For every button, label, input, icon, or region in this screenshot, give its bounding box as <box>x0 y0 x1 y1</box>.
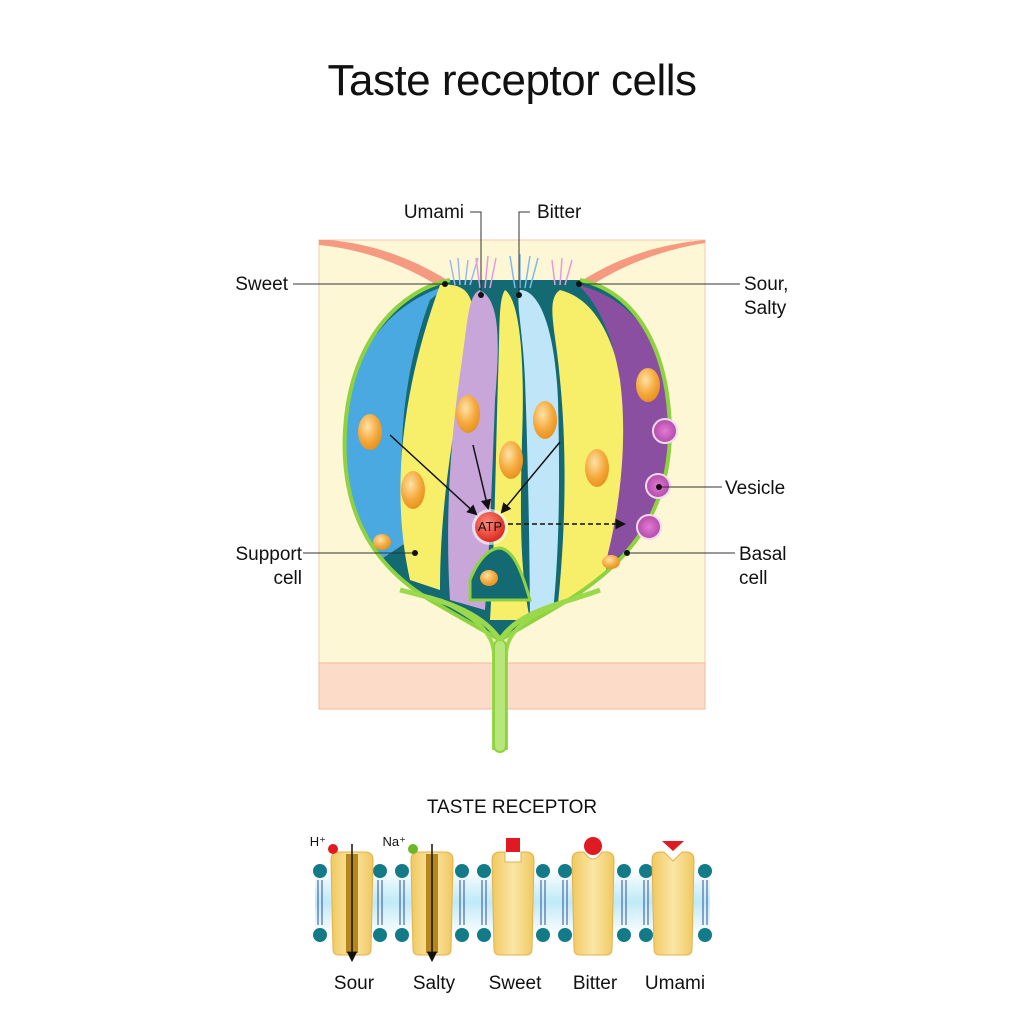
receptor-section-title: TASTE RECEPTOR <box>427 797 597 818</box>
label-umami: Umami <box>404 202 464 223</box>
signal-arrows <box>389 434 627 530</box>
vesicles <box>636 418 678 540</box>
nerve-fiber <box>399 587 601 753</box>
label-support-cell-2: cell <box>273 568 302 589</box>
lipid-head <box>617 864 631 878</box>
nuclei <box>358 368 660 586</box>
receptor-umami: Umami <box>645 841 705 994</box>
receptor-salty: Na⁺ Salty <box>383 834 456 994</box>
receptor-label-sour: Sour <box>334 973 375 994</box>
sweet-cell <box>344 285 448 560</box>
lipid-head <box>477 928 491 942</box>
lipid-head <box>536 864 550 878</box>
lipid-head <box>639 864 653 878</box>
label-sour-salty-1: Sour, <box>744 274 788 295</box>
bitter-ligand-circle <box>584 837 602 855</box>
lipid-head <box>395 928 409 942</box>
label-basal-cell-2: cell <box>739 568 768 589</box>
lipid-bilayer <box>313 864 712 942</box>
bitter-cell <box>518 290 560 640</box>
support-cell-left <box>400 284 473 590</box>
lipid-head <box>373 928 387 942</box>
atp-molecule: ATP <box>472 509 508 545</box>
lipid-head <box>617 928 631 942</box>
lipid-head <box>477 864 491 878</box>
umami-ligand-triangle <box>662 841 684 851</box>
receptor-sweet: Sweet <box>489 838 543 994</box>
atp-label: ATP <box>478 519 502 534</box>
lipid-head <box>558 928 572 942</box>
na-ion-label: Na⁺ <box>383 834 406 849</box>
sweet-ligand-square <box>506 838 520 852</box>
lipid-head <box>558 864 572 878</box>
receptor-bitter: Bitter <box>571 837 618 994</box>
lipid-head <box>455 864 469 878</box>
receptor-label-sweet: Sweet <box>489 973 543 994</box>
microvilli <box>449 254 573 289</box>
receptor-label-bitter: Bitter <box>573 973 618 994</box>
na-ion <box>408 844 418 854</box>
receptor-protein <box>651 851 695 956</box>
lipid-head <box>536 928 550 942</box>
callout-dots <box>412 281 662 556</box>
receptors: H⁺ Sour Na⁺ Salty Sweet Bitter Umami <box>310 834 705 994</box>
receptor-protein <box>571 851 615 956</box>
lipid-head <box>455 928 469 942</box>
label-sour-salty-2: Salty <box>744 298 787 319</box>
h-ion-label: H⁺ <box>310 834 326 849</box>
lipid-head <box>313 928 327 942</box>
receptor-protein <box>491 851 535 956</box>
lipid-head <box>698 928 712 942</box>
bud-outline <box>342 278 673 643</box>
diagram-title: Taste receptor cells <box>327 56 697 105</box>
receptor-sour: H⁺ Sour <box>310 834 375 994</box>
h-ion <box>328 844 338 854</box>
receptor-label-umami: Umami <box>645 973 705 994</box>
label-sweet: Sweet <box>235 274 289 295</box>
lipid-head <box>373 864 387 878</box>
label-basal-cell-1: Basal <box>739 544 787 565</box>
lipid-head <box>313 864 327 878</box>
lipid-head <box>395 864 409 878</box>
lipid-head <box>639 928 653 942</box>
receptor-label-salty: Salty <box>413 973 456 994</box>
label-bitter: Bitter <box>537 202 582 223</box>
callout-lines <box>293 211 740 554</box>
basal-cell-center <box>468 546 532 602</box>
label-vesicle: Vesicle <box>725 478 785 499</box>
label-support-cell-1: Support <box>235 544 302 565</box>
lipid-head <box>698 864 712 878</box>
